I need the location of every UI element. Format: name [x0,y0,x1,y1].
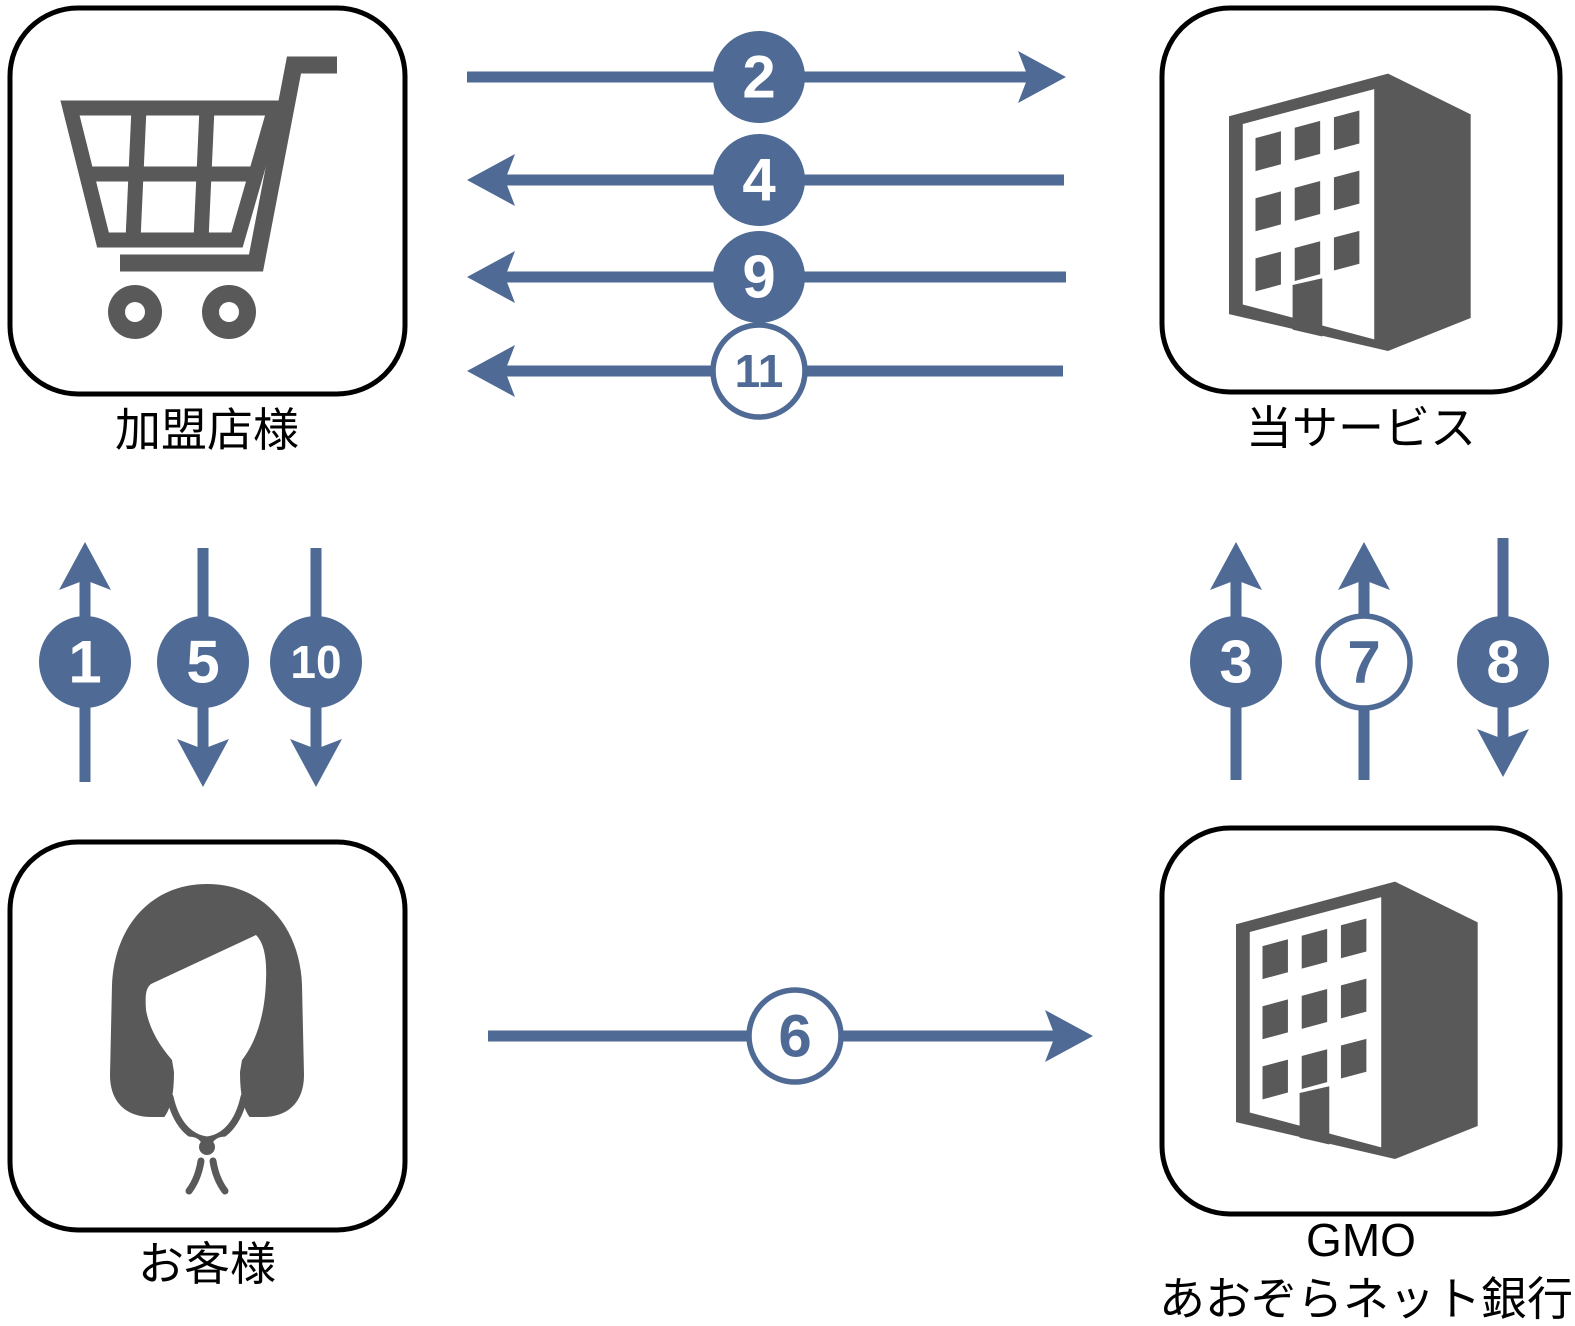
step-number-9: 9 [742,244,775,311]
step-badge-2 [713,31,805,123]
merchant-label: 加盟店様 [115,404,299,456]
step-number-11: 11 [735,345,784,397]
arrow-head-down [290,739,342,787]
step-number-7: 7 [1347,629,1380,696]
arrow-step-1: 1 [39,542,131,782]
step-badge-6 [746,987,844,1085]
woman-icon [91,884,323,1195]
arrow-step-8: 8 [1457,538,1549,777]
step-badge-3 [1190,616,1282,708]
step-badge-7 [1315,613,1413,711]
step-badge-10 [270,616,362,708]
arrow-head-up [1210,542,1262,590]
shopping-cart-icon [60,56,337,339]
office-building-icon [1236,881,1478,1159]
office-building-icon [1229,73,1471,351]
arrow-step-6: 6 [488,987,1093,1085]
step-badge-5 [157,616,249,708]
customer-label: お客様 [138,1238,276,1290]
arrow-step-11: 11 [467,322,1063,420]
arrow-head-up [59,542,111,590]
arrow-step-7: 7 [1315,542,1413,780]
arrow-head-right [1045,1010,1093,1062]
arrow-step-2: 2 [467,31,1066,123]
step-number-1: 1 [68,629,101,696]
node-customer: お客様 [7,839,408,1290]
bank-label-line2: あおぞらネット銀行 [1159,1273,1573,1325]
arrow-step-3: 3 [1190,542,1282,780]
arrow-head-left [467,251,515,303]
arrow-step-4: 4 [467,134,1064,226]
arrow-head-down [177,739,229,787]
node-service: 当サービス [1159,5,1563,454]
step-badge-11 [710,322,808,420]
step-number-3: 3 [1219,629,1252,696]
node-merchant: 加盟店様 [7,5,408,456]
arrow-step-5: 5 [157,548,249,787]
step-badge-9 [713,231,805,323]
arrow-head-right [1018,51,1066,103]
bank-label-line1: GMO [1306,1214,1416,1266]
step-number-6: 6 [778,1003,811,1070]
arrow-step-10: 10 [270,548,362,787]
step-number-10: 10 [290,636,341,688]
step-number-8: 8 [1486,629,1519,696]
step-number-2: 2 [742,44,775,111]
step-badge-1 [39,616,131,708]
arrow-head-left [467,154,515,206]
node-bank: GMO あおぞらネット銀行 [1159,825,1573,1325]
step-badge-8 [1457,616,1549,708]
step-badge-4 [713,134,805,226]
step-number-4: 4 [742,147,776,214]
arrow-head-left [467,345,515,397]
arrow-head-down [1477,729,1529,777]
arrow-step-9: 9 [467,231,1066,323]
step-number-5: 5 [186,629,219,696]
arrow-head-up [1338,542,1390,590]
service-label: 当サービス [1246,402,1476,454]
